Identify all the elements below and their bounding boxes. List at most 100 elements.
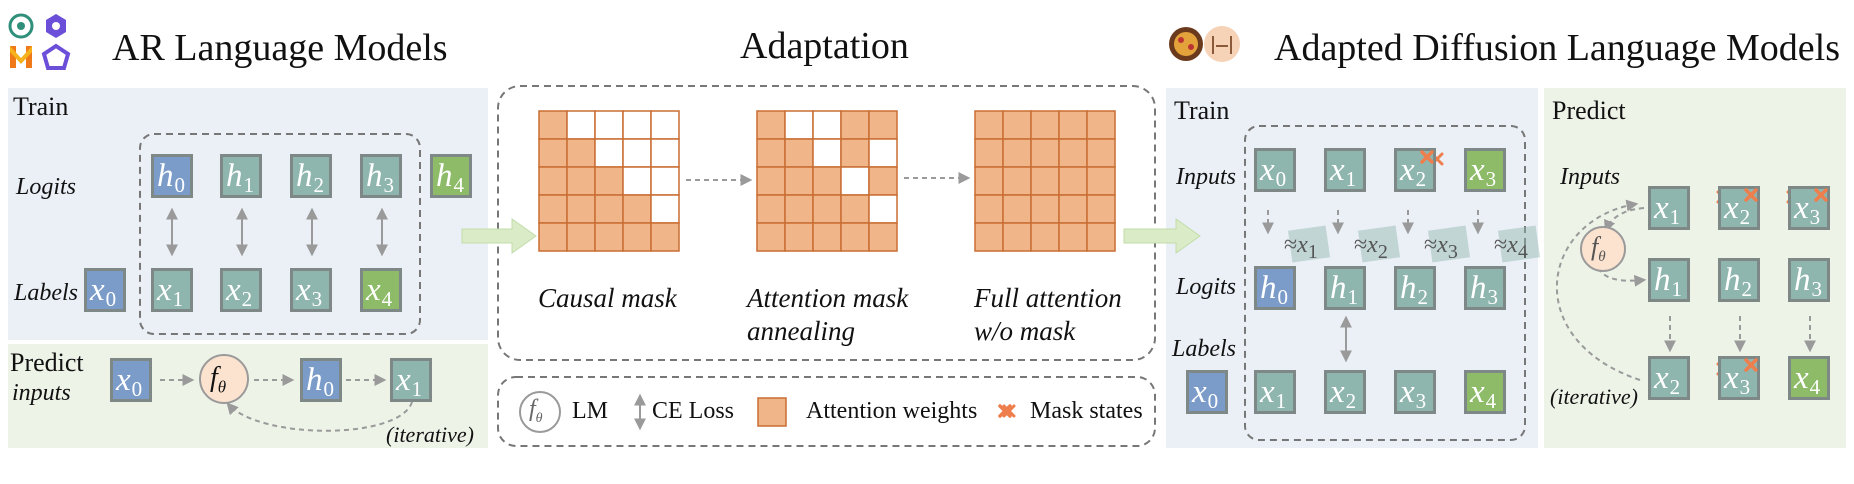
- pred-out-x4: x4: [1788, 356, 1830, 400]
- diff-inputs-label: Inputs: [1176, 164, 1236, 190]
- ar-logit-h1: h1: [220, 154, 262, 198]
- diff-logit-h2: h2: [1394, 266, 1436, 310]
- diff-ghost-x3: ≈x3: [1424, 232, 1458, 263]
- attention-cell: [566, 138, 596, 168]
- diff-input-x2: x2: [1394, 148, 1436, 192]
- attention-cell: [868, 194, 898, 224]
- attention-cell: [1086, 166, 1116, 196]
- llama-icon: [46, 14, 66, 38]
- attention-cell: [1002, 166, 1032, 196]
- ar-predict-h0: h0: [300, 358, 342, 402]
- attention-cell: [622, 166, 652, 196]
- diff-label-x3: x3: [1394, 370, 1436, 414]
- diff-logits-label: Logits: [1176, 274, 1237, 300]
- legend-attn-label: Attention weights: [806, 398, 978, 424]
- pred-input-x2: x2: [1718, 186, 1760, 230]
- attention-cell: [1086, 194, 1116, 224]
- attention-cell: [974, 110, 1004, 140]
- attention-cell: [650, 110, 680, 140]
- diff-ghost-tokens: [1287, 225, 1541, 263]
- ar-logit-h0: h0: [151, 154, 193, 198]
- attention-cell: [1030, 166, 1060, 196]
- openai-icon: [8, 13, 34, 39]
- ar-inputs-label: inputs: [12, 380, 71, 406]
- ar-label-x3: x3: [290, 268, 332, 312]
- pizza-icon: [1169, 27, 1203, 61]
- attention-cell: [784, 222, 814, 252]
- attention-cell: [538, 222, 568, 252]
- attention-cell: [784, 166, 814, 196]
- diff-labels-label: Labels: [1172, 336, 1237, 362]
- attention-cell: [1058, 222, 1088, 252]
- attention-cell: [1002, 110, 1032, 140]
- legend-dashed-box: [497, 376, 1156, 447]
- attention-cell: [812, 222, 842, 252]
- pred-input-x3: x3: [1788, 186, 1830, 230]
- diff-logit-h0: h0: [1254, 266, 1296, 310]
- attention-cell: [784, 194, 814, 224]
- attention-cell: [566, 222, 596, 252]
- big-arrow-right: [1123, 218, 1201, 254]
- diff-train-dashed-box: [1244, 125, 1526, 441]
- attention-cell: [784, 110, 814, 140]
- attention-cell: [1086, 138, 1116, 168]
- diff-label-x4: x4: [1464, 370, 1506, 414]
- attention-cell: [566, 110, 596, 140]
- attention-cell: [812, 138, 842, 168]
- attention-cell: [974, 166, 1004, 196]
- ar-logit-h2: h2: [290, 154, 332, 198]
- ar-predict-x1: x1: [390, 358, 432, 402]
- diff-ghost-x1: ≈x1: [1284, 232, 1318, 263]
- ar-predict-x0: x0: [110, 358, 152, 402]
- attention-cell: [594, 110, 624, 140]
- ar-labels-label: Labels: [14, 280, 79, 306]
- diff-label-x0: x0: [1186, 370, 1228, 414]
- pred-logit-h1: h1: [1648, 258, 1690, 302]
- attention-cell: [840, 194, 870, 224]
- ar-train-dashed-box: [139, 133, 421, 335]
- attention-cell: [1058, 110, 1088, 140]
- attention-cell: [868, 110, 898, 140]
- diff-predict-label: Predict: [1552, 96, 1626, 125]
- attention-cell: [650, 166, 680, 196]
- legend-attn-swatch: [757, 397, 787, 427]
- diff-ghost-x2: ≈x2: [1354, 232, 1388, 263]
- diff-input-x3: x3: [1464, 148, 1506, 192]
- attention-cell: [1030, 138, 1060, 168]
- big-arrow-left: [461, 218, 537, 254]
- attention-cell: [812, 110, 842, 140]
- attention-cell: [650, 222, 680, 252]
- attention-cell: [622, 194, 652, 224]
- attention-cell: [1030, 222, 1060, 252]
- attention-cell: [650, 138, 680, 168]
- ar-logit-h4: h4: [430, 154, 472, 198]
- ar-logits-label: Logits: [16, 174, 77, 200]
- attention-cell: [812, 166, 842, 196]
- attention-cell: [840, 138, 870, 168]
- pred-logit-h3: h3: [1788, 258, 1830, 302]
- ar-label-x4: x4: [360, 268, 402, 312]
- diff-iterative-label: (iterative): [1550, 384, 1638, 409]
- attention-cell: [594, 222, 624, 252]
- diff-logit-h3: h3: [1464, 266, 1506, 310]
- ar-logit-h3: h3: [360, 154, 402, 198]
- attention-cell: [840, 166, 870, 196]
- ar-label-x2: x2: [220, 268, 262, 312]
- ar-predict-label: Predict: [10, 348, 84, 377]
- annealing-mask-grid: [756, 110, 898, 252]
- attention-cell: [812, 194, 842, 224]
- ar-label-x1: x1: [151, 268, 193, 312]
- diffusion-title: Adapted Diffusion Language Models: [1274, 27, 1841, 69]
- attention-cell: [594, 194, 624, 224]
- attention-cell: [538, 110, 568, 140]
- attention-cell: [566, 194, 596, 224]
- mistral-icon: [10, 46, 32, 68]
- attention-cell: [538, 166, 568, 196]
- diff-input-x0: x0: [1254, 148, 1296, 192]
- attention-cell: [622, 110, 652, 140]
- full-attention-grid: [974, 110, 1116, 252]
- attention-cell: [622, 138, 652, 168]
- attention-cell: [1058, 138, 1088, 168]
